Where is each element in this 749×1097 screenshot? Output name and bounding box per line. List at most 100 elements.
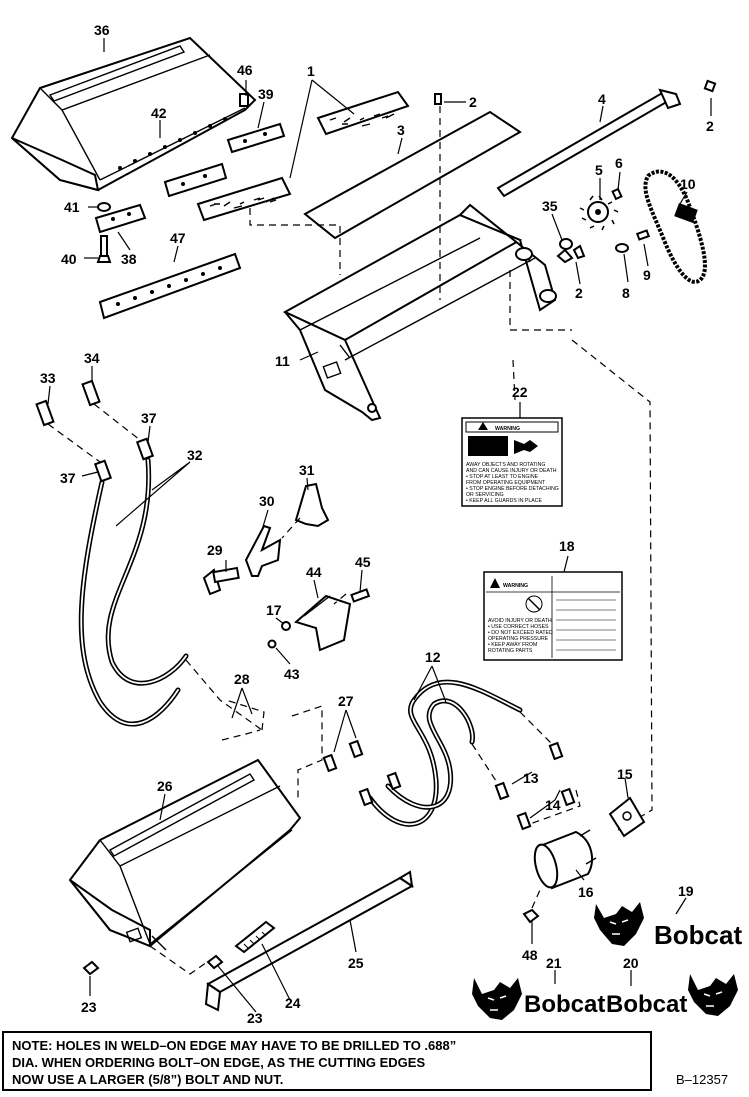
nut-23-left <box>82 960 100 976</box>
callout-30: 30 <box>259 493 275 509</box>
cutting-edge-39 <box>226 122 286 154</box>
logo-21: Bobcat <box>472 978 605 1020</box>
nut-43 <box>267 639 277 649</box>
decal-18-line-1: AVOID INJURY OR DEATH <box>488 618 552 624</box>
callout-6: 6 <box>615 155 623 171</box>
decal-22-line-6: OR SERVICING <box>466 492 504 498</box>
cutting-edge-center <box>163 162 228 198</box>
callout-32: 32 <box>187 447 203 463</box>
callout-5: 5 <box>595 162 603 178</box>
bolt-9 <box>635 229 651 241</box>
callout-46: 46 <box>237 62 253 78</box>
bolt-2-top <box>434 79 717 264</box>
callout-8: 8 <box>622 285 630 301</box>
decal-22-line-5: • STOP ENGINE BEFORE DETACHING <box>466 486 559 492</box>
callout-2-top-center: 2 <box>469 94 477 110</box>
chain-10 <box>643 169 707 284</box>
fitting-33 <box>35 399 55 427</box>
callout-24: 24 <box>285 995 301 1011</box>
bolt-40 <box>96 235 112 263</box>
callout-41: 41 <box>64 199 80 215</box>
shaft-4 <box>496 88 682 198</box>
fittings-27 <box>322 739 402 807</box>
callout-18: 18 <box>559 538 575 554</box>
leader-lines <box>47 38 712 1013</box>
set-screw-6 <box>611 187 623 201</box>
callout-31: 31 <box>299 462 315 478</box>
callout-15: 15 <box>617 766 633 782</box>
bracket-44 <box>293 594 352 652</box>
bolt-29 <box>202 566 240 596</box>
logo-20-text: Bobcat <box>606 991 687 1018</box>
callout-37-left: 37 <box>60 470 76 486</box>
callout-27: 27 <box>338 693 354 709</box>
callout-37-right: 37 <box>141 410 157 426</box>
plate-3 <box>303 110 522 240</box>
fitting-37-right <box>135 437 155 461</box>
handle-31 <box>294 482 330 528</box>
callout-44: 44 <box>306 564 322 580</box>
nut-48 <box>522 908 540 924</box>
callout-17: 17 <box>266 602 282 618</box>
decal-18-line-3: • DO NOT EXCEED RATED <box>488 630 553 636</box>
callout-34: 34 <box>84 350 100 366</box>
motor-16 <box>533 829 597 890</box>
drawing-number: B–12357 <box>676 1072 729 1087</box>
callout-10: 10 <box>680 176 696 192</box>
decal-18: WARNING AVOID INJURY OR DEATH • USE CORR… <box>483 571 623 661</box>
callout-48: 48 <box>522 947 538 963</box>
callout-42: 42 <box>151 105 167 121</box>
plate-15 <box>608 796 646 838</box>
callout-47: 47 <box>170 230 186 246</box>
bolt-24 <box>234 920 276 954</box>
callout-26: 26 <box>157 778 173 794</box>
hose-32 <box>78 457 189 727</box>
note-line-1: NOTE: HOLES IN WELD–ON EDGE MAY HAVE TO … <box>12 1038 457 1053</box>
hose-12 <box>367 679 523 827</box>
decal-18-line-4: OPERATING PRESSURE <box>488 636 549 642</box>
callout-3: 3 <box>397 122 405 138</box>
callout-38: 38 <box>121 251 137 267</box>
callout-2-top-right: 2 <box>706 118 714 134</box>
callout-2-mid: 2 <box>575 285 583 301</box>
decal-22-line-7: • KEEP ALL GUARDS IN PLACE <box>466 498 542 504</box>
callout-16: 16 <box>578 884 594 900</box>
wear-pad-1-right <box>316 90 410 136</box>
callout-35: 35 <box>542 198 558 214</box>
callout-23-right: 23 <box>247 1010 263 1026</box>
callout-9: 9 <box>643 267 651 283</box>
note-line-3: NOW USE A LARGER (5/8”) BOLT AND NUT. <box>12 1072 284 1087</box>
frame-11 <box>282 203 557 422</box>
fitting-37-left <box>93 459 113 483</box>
callout-36: 36 <box>94 22 110 38</box>
decal-22: WARNING AWAY OBJECTS AND ROTATING AND CA… <box>461 417 563 507</box>
logo-19: Bobcat <box>594 902 742 950</box>
callout-43: 43 <box>284 666 300 682</box>
wear-pad-1-left <box>196 176 292 222</box>
callout-13: 13 <box>523 770 539 786</box>
note-box: NOTE: HOLES IN WELD–ON EDGE MAY HAVE TO … <box>2 1031 652 1091</box>
decal-22-line-2: AND CAN CAUSE INJURY OR DEATH <box>466 468 557 474</box>
washer-8 <box>615 243 629 253</box>
callout-39: 39 <box>258 86 274 102</box>
callout-23-left: 23 <box>81 999 97 1015</box>
nut-23-right <box>206 954 224 970</box>
callout-29: 29 <box>207 542 223 558</box>
callout-28: 28 <box>234 671 250 687</box>
sprocket-5 <box>579 195 619 231</box>
logo-20: Bobcat <box>606 974 738 1018</box>
decal-18-line-2: • USE CORRECT HOSES <box>488 624 549 630</box>
decal-22-line-3: • STOP AT LEAST TO ENGINE <box>466 474 539 480</box>
callout-12: 12 <box>425 649 441 665</box>
decal-22-line-1: AWAY OBJECTS AND ROTATING <box>466 462 545 468</box>
note-line-2: DIA. WHEN ORDERING BOLT–ON EDGE, AS THE … <box>12 1055 426 1070</box>
decal-22-line-4: FROM OPERATING EQUIPMENT <box>466 480 546 486</box>
logo-19-text: Bobcat <box>654 920 742 950</box>
bolt-45 <box>350 588 371 603</box>
logo-21-text: Bobcat <box>524 991 605 1018</box>
fittings-13 <box>494 741 576 831</box>
nut-41 <box>97 202 111 212</box>
bucket-bottom <box>68 758 302 951</box>
fitting-34 <box>81 379 101 407</box>
